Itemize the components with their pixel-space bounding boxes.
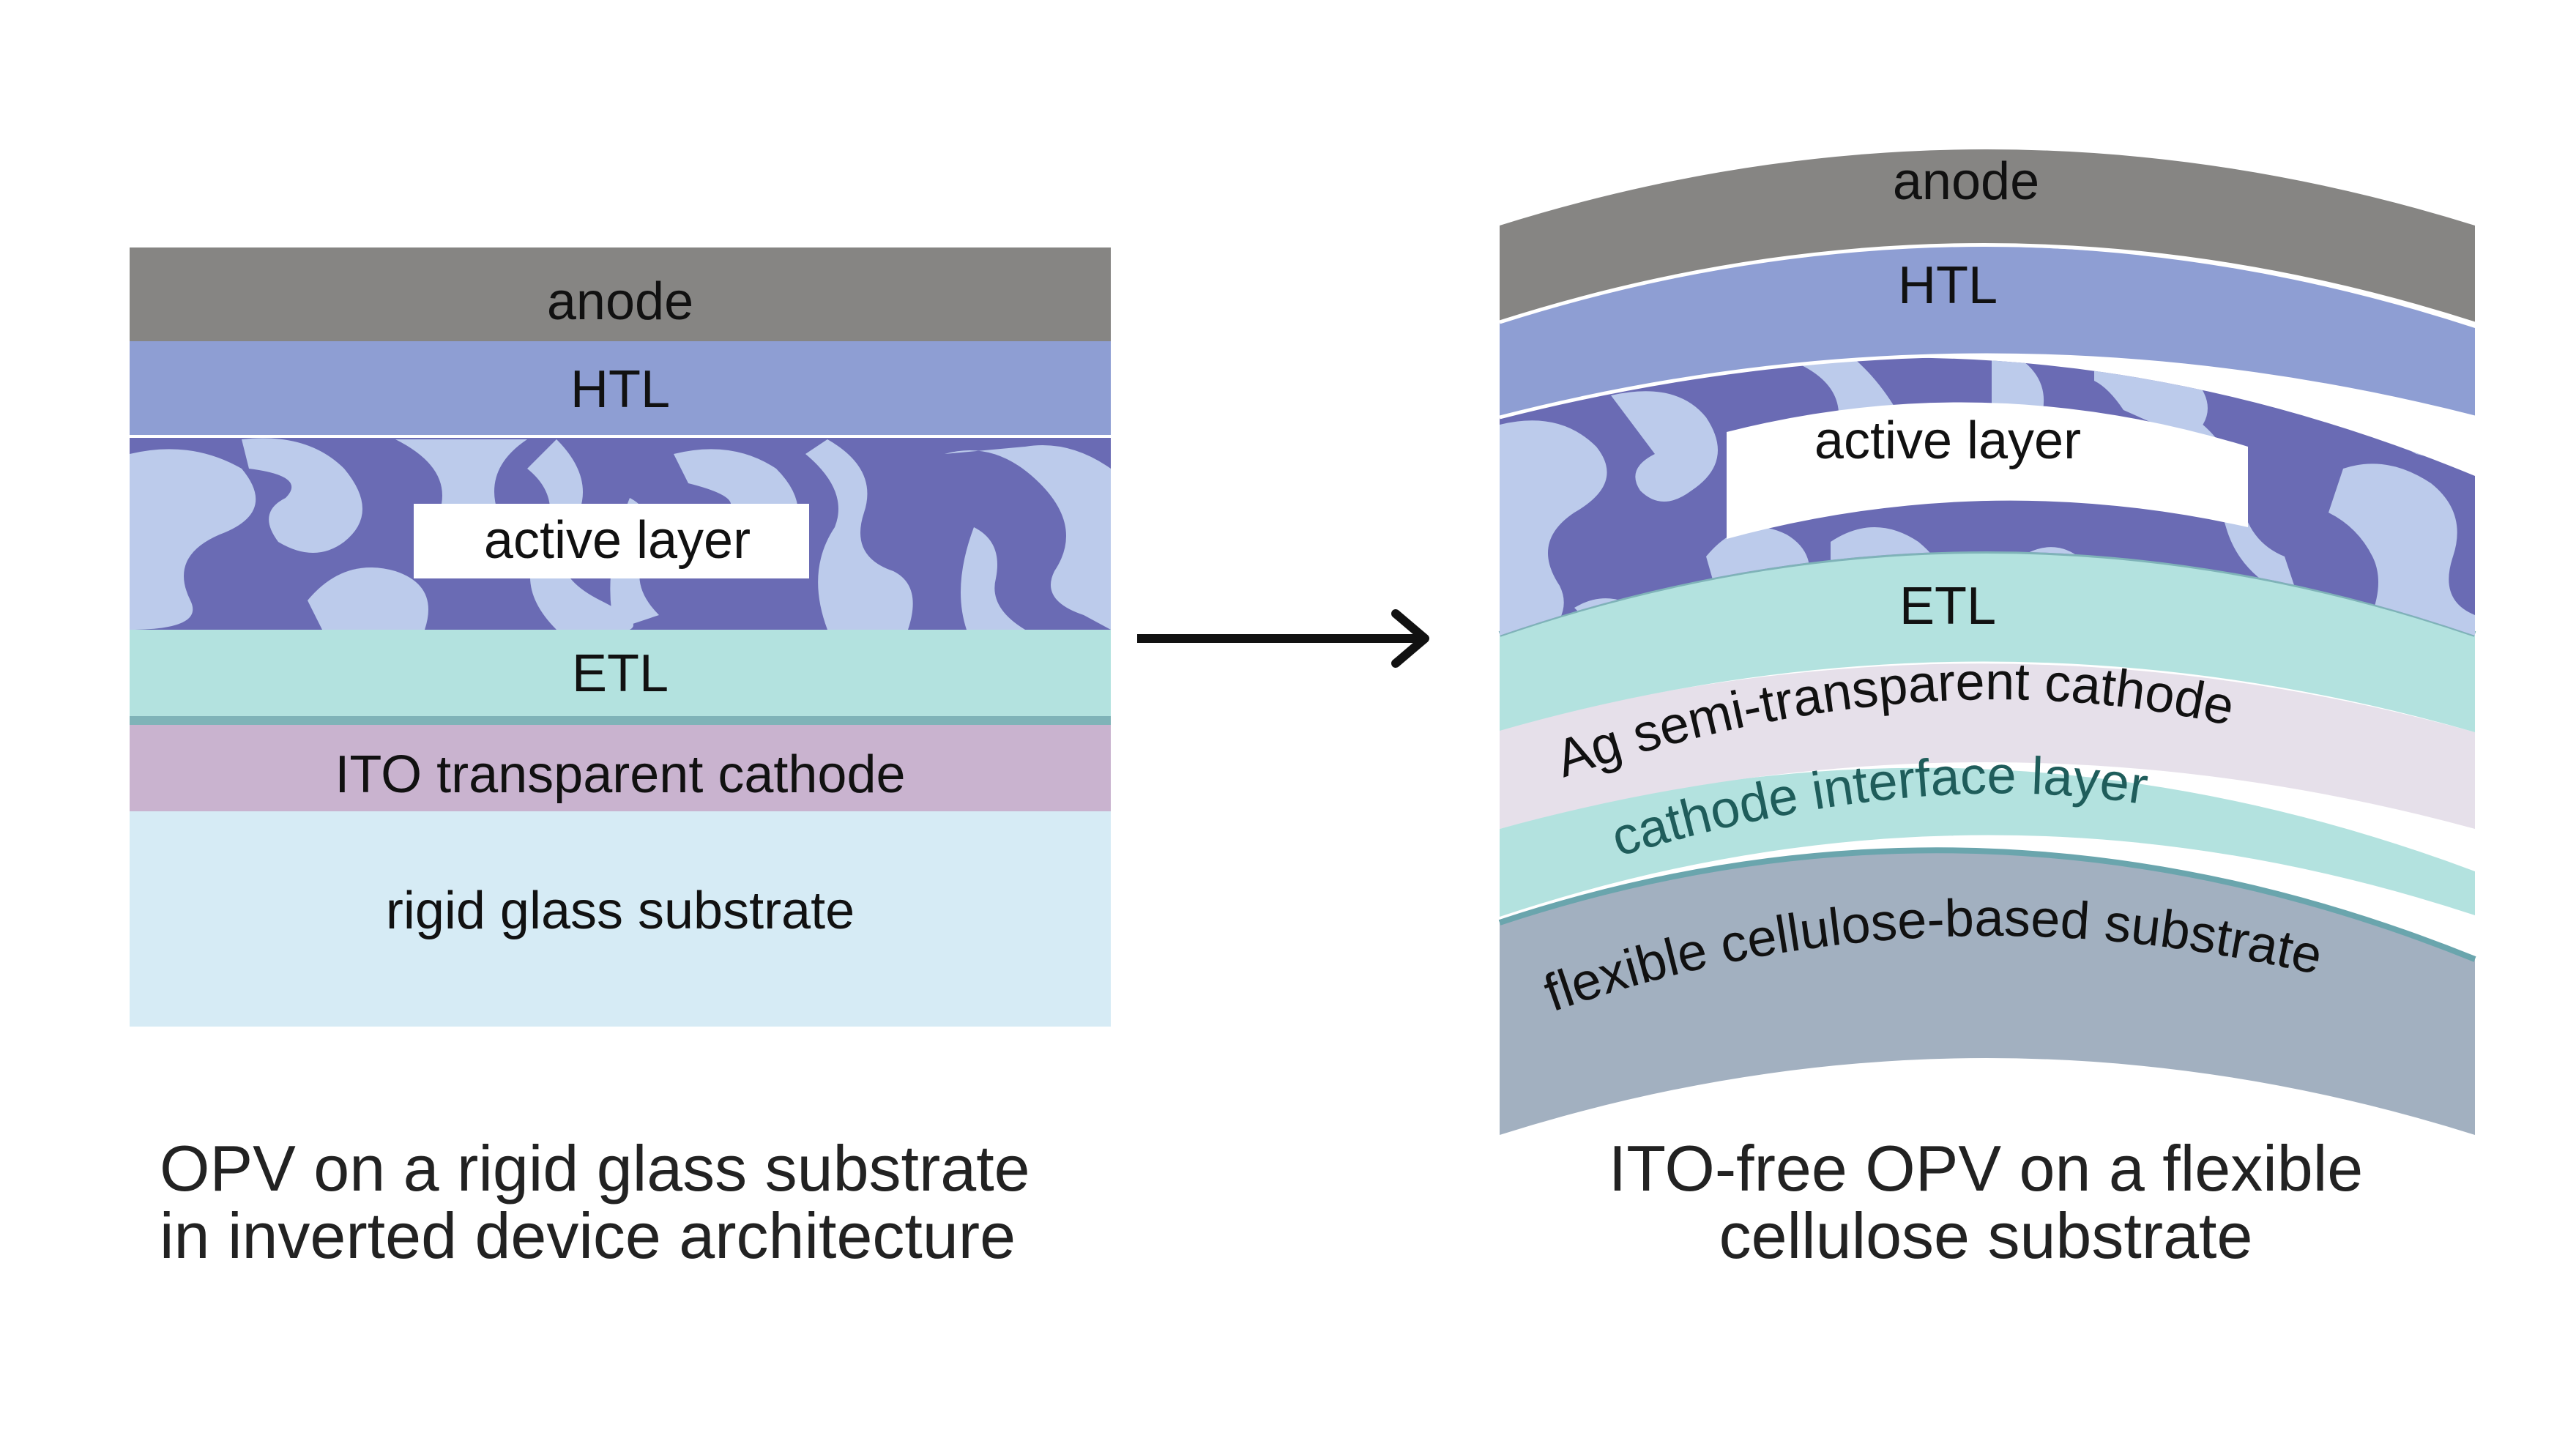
left-anode-layer — [130, 247, 1111, 341]
left-htl-layer — [130, 341, 1111, 435]
right-arrow-icon — [1137, 609, 1429, 668]
right-substrate-edge — [1498, 847, 2476, 962]
left-device-stack: anode HTL active layer ETL ITO transpare… — [130, 247, 1111, 1027]
right-ag-layer — [1500, 663, 2475, 829]
right-cil-layer — [1500, 767, 2475, 917]
left-etl-layer — [130, 630, 1111, 716]
right-active-label: active layer — [1814, 412, 2081, 470]
left-anode-label: anode — [547, 272, 693, 331]
right-caption-line1: ITO-free OPV on a flexible — [1609, 1132, 2363, 1205]
left-etl-edge — [130, 716, 1111, 725]
right-device-stack: anode HTL active layer ETL Ag semi-trans… — [1498, 149, 2476, 1135]
left-caption-line1: OPV on a rigid glass substrate — [160, 1132, 1030, 1205]
right-anode-layer — [1500, 149, 2475, 324]
left-ito-label: ITO transparent cathode — [335, 745, 905, 804]
right-anode-edge — [1499, 243, 2476, 326]
right-etl-layer — [1500, 551, 2475, 732]
left-htl-label: HTL — [570, 360, 670, 419]
right-htl-edge — [1499, 353, 2476, 420]
left-ito-layer — [130, 725, 1111, 811]
right-active-label-box — [1727, 402, 2248, 539]
right-caption-line2: cellulose substrate — [1719, 1199, 2253, 1272]
left-etl-label: ETL — [572, 644, 669, 703]
left-active-label: active layer — [484, 511, 751, 570]
right-substrate-layer — [1500, 850, 2475, 1135]
left-caption-line2: in inverted device architecture — [160, 1199, 1016, 1272]
left-active-label-box — [414, 504, 809, 578]
right-etl-label: ETL — [1899, 577, 1996, 636]
right-htl-layer — [1500, 246, 2475, 417]
left-substrate-label: rigid glass substrate — [386, 882, 855, 940]
left-substrate-layer — [130, 811, 1111, 1027]
right-anode-label: anode — [1893, 152, 2039, 211]
right-htl-label: HTL — [1898, 256, 1998, 315]
